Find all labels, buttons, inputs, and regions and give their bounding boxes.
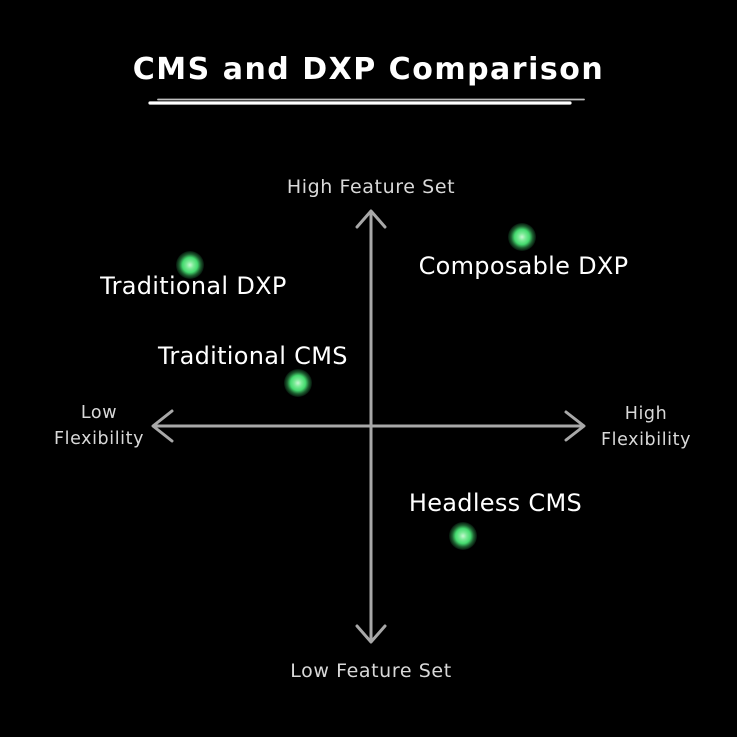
y-axis-bottom-arrowhead-icon [355, 624, 387, 644]
data-point-dot-traditional-cms [283, 369, 312, 397]
axis-label-low-feature-set: Low Feature Set [290, 660, 452, 682]
axis-label-high-flexibility-line2: Flexibility [600, 430, 692, 450]
axis-label-low-flexibility-line1: Low [80, 403, 118, 423]
axis-label-high-flexibility-line1: High [624, 404, 668, 424]
data-point-label-composable-dxp: Composable DXP [418, 251, 629, 280]
axis-label-high-flexibility: High Flexibility [601, 401, 691, 453]
data-point-dot-composable-dxp [507, 222, 536, 251]
x-axis-right-arrowhead-icon [564, 410, 586, 442]
x-axis-left-arrowhead-icon [151, 409, 174, 443]
axis-label-low-flexibility: Low Flexibility [54, 400, 144, 452]
y-axis-top-arrowhead-icon [355, 209, 387, 229]
axis-label-high-feature-set: High Feature Set [286, 176, 456, 198]
data-point-label-traditional-dxp: Traditional DXP [100, 271, 287, 300]
page-title: CMS and DXP Comparison [132, 52, 605, 87]
data-point-label-traditional-cms: Traditional CMS [157, 342, 348, 370]
data-point-dot-headless-cms [449, 521, 478, 550]
data-point-dot-traditional-dxp [176, 250, 205, 279]
data-point-label-headless-cms: Headless CMS [408, 488, 582, 517]
axis-label-low-flexibility-line2: Flexibility [53, 429, 145, 449]
